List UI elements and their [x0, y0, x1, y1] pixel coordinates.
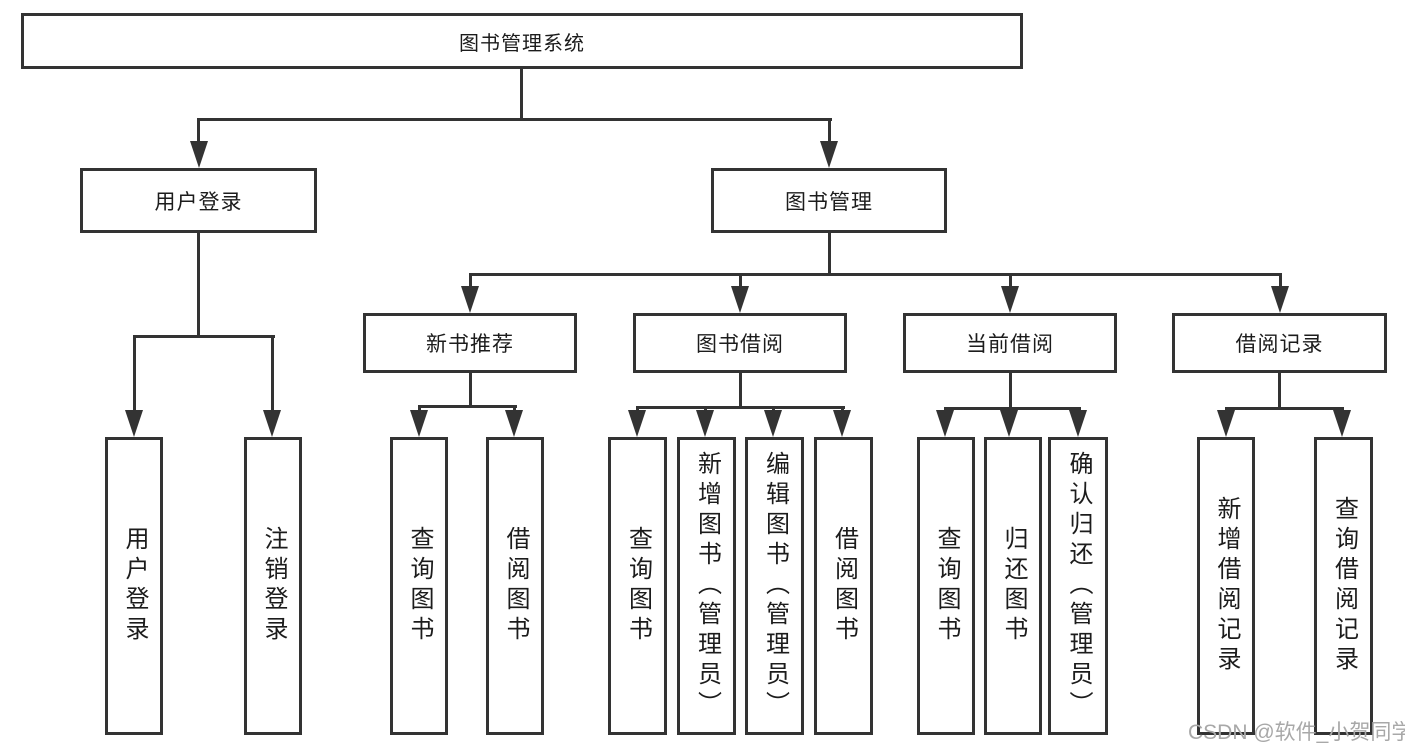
- arrow-down-icon: [696, 410, 714, 437]
- node-label: 新增借阅记录: [1213, 496, 1240, 676]
- node-current-borrowing: 当前借阅: [903, 313, 1117, 373]
- arrow-down-icon: [936, 410, 954, 437]
- connector-line: [1009, 273, 1012, 291]
- leaf-logout: 注销登录: [244, 437, 302, 735]
- connector-line: [1009, 373, 1012, 409]
- connector-line: [469, 273, 472, 291]
- node-book-borrowing: 图书借阅: [633, 313, 847, 373]
- connector-line: [197, 233, 200, 337]
- connector-line: [1279, 273, 1282, 291]
- node-label: 新增图书（管理员）: [693, 451, 721, 721]
- arrow-down-icon: [1001, 286, 1019, 313]
- node-label: 图书管理: [785, 190, 873, 214]
- leaf-edit-book-admin: 编辑图书（管理员）: [745, 437, 804, 735]
- connector-line: [133, 335, 136, 415]
- arrow-down-icon: [1217, 410, 1235, 437]
- csdn-watermark: CSDN @软件_小贺同学: [1188, 721, 1405, 744]
- connector-line: [828, 233, 831, 275]
- node-label: 当前借阅: [966, 333, 1054, 356]
- node-label: 确认归还（管理员）: [1065, 451, 1092, 721]
- connector-line: [197, 118, 832, 121]
- arrow-down-icon: [1271, 286, 1289, 313]
- leaf-borrow-books-borrowing: 借阅图书: [814, 437, 873, 735]
- arrow-down-icon: [505, 410, 523, 437]
- leaf-query-borrow-record: 查询借阅记录: [1314, 437, 1373, 735]
- arrow-down-icon: [764, 410, 782, 437]
- connector-line: [739, 373, 742, 408]
- arrow-down-icon: [461, 286, 479, 313]
- node-label: 用户登录: [154, 190, 243, 214]
- connector-line: [520, 69, 523, 120]
- connector-line: [469, 273, 1282, 276]
- connector-line: [197, 118, 200, 145]
- node-root-library-system: 图书管理系统: [21, 13, 1023, 69]
- connector-line: [739, 273, 742, 291]
- node-label: 借阅图书: [830, 526, 858, 646]
- connector-line: [944, 407, 1081, 410]
- leaf-confirm-return-admin: 确认归还（管理员）: [1048, 437, 1108, 735]
- node-user-login: 用户登录: [80, 168, 317, 233]
- leaf-add-book-admin: 新增图书（管理员）: [677, 437, 736, 735]
- leaf-borrow-books-recommend: 借阅图书: [486, 437, 544, 735]
- node-label: 图书管理系统: [459, 32, 585, 55]
- node-label: 借阅图书: [502, 526, 529, 646]
- connector-line: [828, 118, 831, 145]
- node-label: 注销登录: [260, 526, 287, 646]
- connector-line: [418, 405, 517, 408]
- connector-line: [469, 373, 472, 407]
- arrow-down-icon: [410, 410, 428, 437]
- node-label: 借阅记录: [1235, 333, 1324, 356]
- arrow-down-icon: [833, 410, 851, 437]
- leaf-user-login: 用户登录: [105, 437, 163, 735]
- arrow-down-icon: [1000, 410, 1018, 437]
- connector-line: [1278, 373, 1281, 409]
- arrow-down-icon: [1069, 410, 1087, 437]
- node-label: 图书借阅: [696, 333, 784, 356]
- leaf-query-books-current: 查询图书: [917, 437, 975, 735]
- arrow-down-icon: [1333, 410, 1351, 437]
- node-label: 查询图书: [624, 526, 652, 646]
- node-new-book-recommend: 新书推荐: [363, 313, 577, 373]
- node-book-management: 图书管理: [711, 168, 947, 233]
- node-label: 归还图书: [1000, 526, 1027, 646]
- leaf-query-books-recommend: 查询图书: [390, 437, 448, 735]
- connector-line: [133, 335, 275, 338]
- arrow-down-icon: [263, 410, 281, 437]
- node-label: 用户登录: [121, 526, 148, 646]
- node-label: 查询图书: [406, 526, 433, 646]
- arrow-down-icon: [125, 410, 143, 437]
- arrow-down-icon: [731, 286, 749, 313]
- connector-line: [1225, 407, 1344, 410]
- node-label: 编辑图书（管理员）: [761, 451, 789, 721]
- connector-line: [271, 335, 274, 415]
- leaf-query-books-borrowing: 查询图书: [608, 437, 667, 735]
- node-label: 新书推荐: [426, 333, 514, 356]
- arrow-down-icon: [628, 410, 646, 437]
- leaf-return-book: 归还图书: [984, 437, 1042, 735]
- node-label: 查询图书: [933, 526, 960, 646]
- arrow-down-icon: [820, 141, 838, 168]
- leaf-add-borrow-record: 新增借阅记录: [1197, 437, 1255, 735]
- connector-line: [636, 406, 845, 409]
- arrow-down-icon: [190, 141, 208, 168]
- node-borrowing-records: 借阅记录: [1172, 313, 1387, 373]
- node-label: 查询借阅记录: [1330, 496, 1358, 676]
